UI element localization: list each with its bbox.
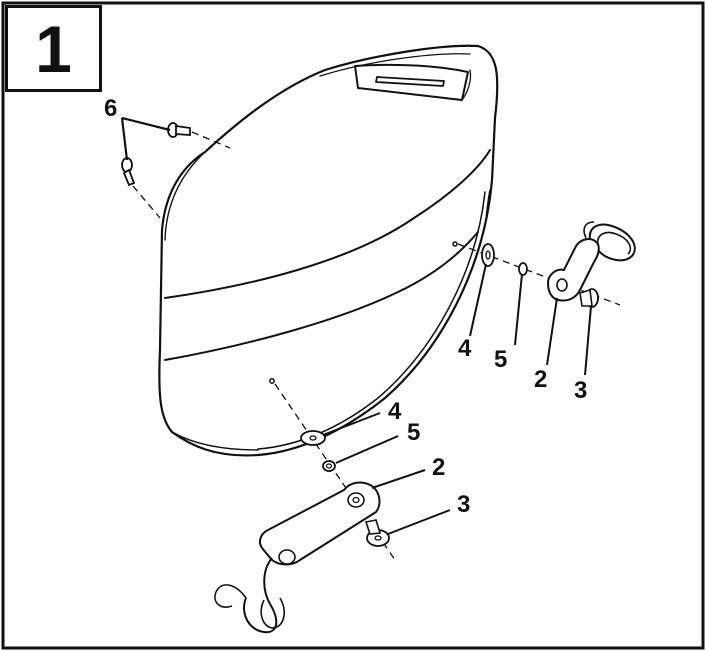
lower-hardware (214, 383, 396, 634)
callout-nut-lower: 5 (407, 419, 421, 446)
callout-bushing-upper: 3 (574, 377, 588, 404)
callout-6-leaders (120, 116, 171, 161)
screw-head-lower (121, 157, 133, 173)
screw-install-paths (132, 131, 231, 219)
callout-bracket-upper: 2 (534, 366, 548, 393)
step-number: 1 (35, 11, 72, 86)
spring-upper (588, 223, 636, 262)
step-number-box: 1 (5, 5, 102, 92)
upper-hardware (457, 221, 636, 308)
callout-screws: 6 (104, 95, 118, 122)
callout-nut-upper: 5 (494, 346, 508, 373)
callout-bracket-lower: 2 (432, 454, 446, 481)
spring-lower (243, 557, 278, 634)
callout-washer-lower: 4 (388, 398, 402, 425)
callout-bushing-lower: 3 (457, 491, 471, 518)
screw-parts (121, 122, 191, 187)
nut-upper (518, 262, 528, 276)
lower-leaders (322, 412, 451, 535)
upper-leaders (469, 263, 592, 376)
catcher-shell (158, 44, 499, 457)
callout-washer-upper: 4 (458, 335, 472, 362)
